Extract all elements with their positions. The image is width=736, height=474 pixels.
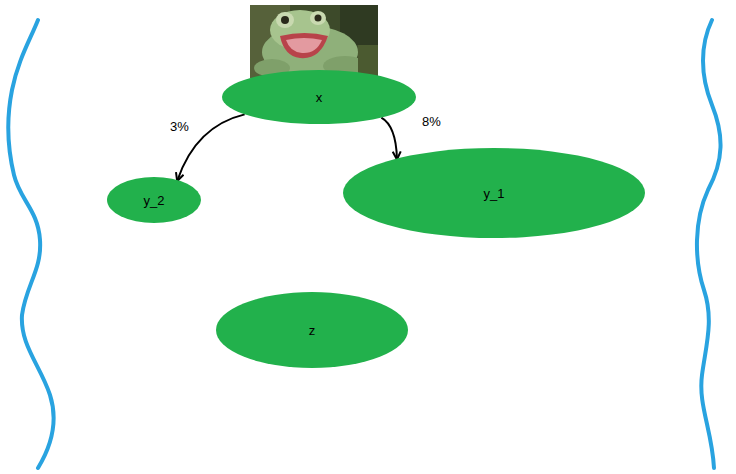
node-label: y_1 — [484, 186, 505, 201]
frog-picture — [250, 5, 378, 78]
node-label: y_2 — [144, 193, 165, 208]
right-wavy-border — [697, 20, 721, 468]
ellipse-node: y_2 — [107, 177, 201, 223]
curved-arrow — [381, 118, 397, 159]
ellipse-node: y_1 — [343, 148, 645, 238]
edge-percentage: 8% — [420, 114, 443, 129]
node-label: x — [316, 90, 323, 105]
left-wavy-border — [8, 20, 53, 468]
node-label: z — [309, 323, 316, 338]
edge-percentage: 3% — [168, 119, 191, 134]
ellipse-node: z — [216, 292, 408, 368]
ellipse-node: x — [222, 70, 416, 124]
